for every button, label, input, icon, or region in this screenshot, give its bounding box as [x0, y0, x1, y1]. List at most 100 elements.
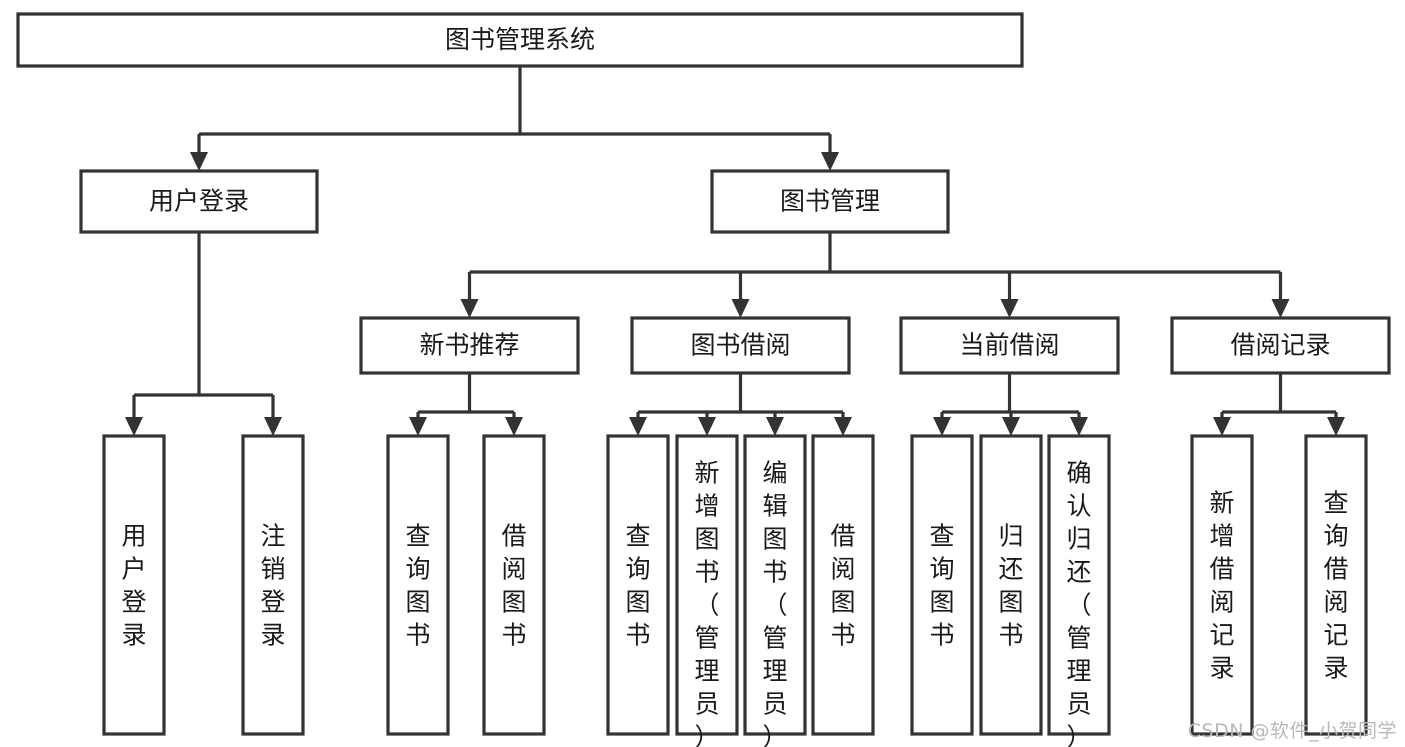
box-leaf-return-book[interactable] [979, 434, 1043, 736]
label-char: 管 [694, 624, 719, 653]
node-current-borrow[interactable]: 当前借阅 [899, 316, 1120, 375]
label-char: 员 [694, 690, 719, 719]
box-leaf-borrow-book-1[interactable] [482, 434, 546, 736]
label-char: 查 [405, 522, 430, 551]
label-char: 录 [260, 621, 285, 650]
box-book-management[interactable] [710, 169, 950, 234]
node-new-book-recommend[interactable]: 新书推荐 [359, 316, 580, 375]
box-leaf-add-book[interactable] [675, 434, 739, 736]
label-char: 询 [1323, 522, 1348, 551]
box-leaf-query-book-1[interactable] [386, 434, 450, 736]
box-leaf-user-login[interactable] [102, 434, 166, 736]
arrow-head-icon [264, 417, 282, 436]
label-char: （ [694, 591, 719, 620]
label-char: 还 [1066, 558, 1091, 587]
label-char: 员 [762, 690, 787, 719]
arrow-head-icon [1000, 299, 1019, 318]
root-box[interactable] [16, 12, 1024, 68]
box-leaf-logout[interactable] [241, 434, 305, 736]
box-leaf-edit-book[interactable] [743, 434, 807, 736]
label-char: 还 [998, 555, 1023, 584]
arrow-head-icon [766, 417, 784, 436]
box-current-borrow[interactable] [899, 316, 1120, 375]
label-char: （ [1066, 591, 1091, 620]
label-char: 书 [762, 558, 787, 587]
arrow-head-icon [629, 417, 647, 436]
label-char: 借 [1209, 555, 1234, 584]
label-char: 图 [694, 525, 719, 554]
label-char: （ [762, 591, 787, 620]
node-borrow-record[interactable]: 借阅记录 [1170, 316, 1391, 375]
node-root[interactable]: 图书管理系统 [16, 12, 1024, 68]
label-char: 注 [260, 522, 285, 551]
label-char: 借 [830, 522, 855, 551]
node-book-borrow[interactable]: 图书借阅 [630, 316, 851, 375]
box-leaf-query-book-2[interactable] [606, 434, 670, 736]
node-book-management[interactable]: 图书管理 [710, 169, 950, 234]
label-char: 图 [501, 588, 526, 617]
box-leaf-borrow-book-2[interactable] [811, 434, 875, 736]
label-char: 书 [830, 621, 855, 650]
box-borrow-record[interactable] [1170, 316, 1391, 375]
box-leaf-add-record[interactable] [1190, 434, 1254, 736]
arrow-head-icon [731, 299, 750, 318]
label-char: 图 [998, 588, 1023, 617]
label-char: 查 [625, 522, 650, 551]
label-char: 理 [762, 657, 787, 686]
label-char: 查 [1323, 489, 1348, 518]
connectors-book-borrow-to-leaves [629, 373, 852, 436]
label-char: 增 [1209, 522, 1234, 551]
arrow-head-icon [125, 417, 143, 436]
box-leaf-query-record[interactable] [1304, 434, 1368, 736]
label-char: 记 [1323, 621, 1348, 650]
label-char: ） [694, 723, 719, 747]
label-char: 书 [405, 621, 430, 650]
connectors-new-book-recommend-to-leaves [409, 373, 523, 436]
arrow-head-icon [698, 417, 716, 436]
label-char: 阅 [1323, 588, 1348, 617]
arrow-head-icon [190, 152, 208, 171]
label-char: 图 [625, 588, 650, 617]
label-char: 登 [260, 588, 285, 617]
label-new-book-recommend: 新书推荐 [419, 331, 519, 360]
arrow-head-icon [1327, 417, 1345, 436]
connectors-root-to-level2 [190, 66, 839, 171]
box-leaf-confirm-return[interactable] [1047, 434, 1111, 736]
arrow-head-icon [821, 152, 839, 171]
node-leaf-user-login[interactable]: 用户登录 [102, 434, 166, 736]
box-book-borrow[interactable] [630, 316, 851, 375]
label-char: 阅 [830, 555, 855, 584]
label-char: 编 [762, 459, 787, 488]
label-char: 归 [1066, 525, 1091, 554]
label-char: 书 [501, 621, 526, 650]
label-char: 归 [998, 522, 1023, 551]
label-char: 登 [121, 588, 146, 617]
box-leaf-query-book-3[interactable] [910, 434, 974, 736]
label-char: 管 [762, 624, 787, 653]
label-char: 图 [405, 588, 430, 617]
box-new-book-recommend[interactable] [359, 316, 580, 375]
connectors-current-borrow-to-leaves [933, 373, 1088, 436]
label-char: 理 [1066, 657, 1091, 686]
label-char: 书 [625, 621, 650, 650]
node-user-login[interactable]: 用户登录 [79, 169, 319, 234]
arrow-head-icon [1213, 417, 1231, 436]
